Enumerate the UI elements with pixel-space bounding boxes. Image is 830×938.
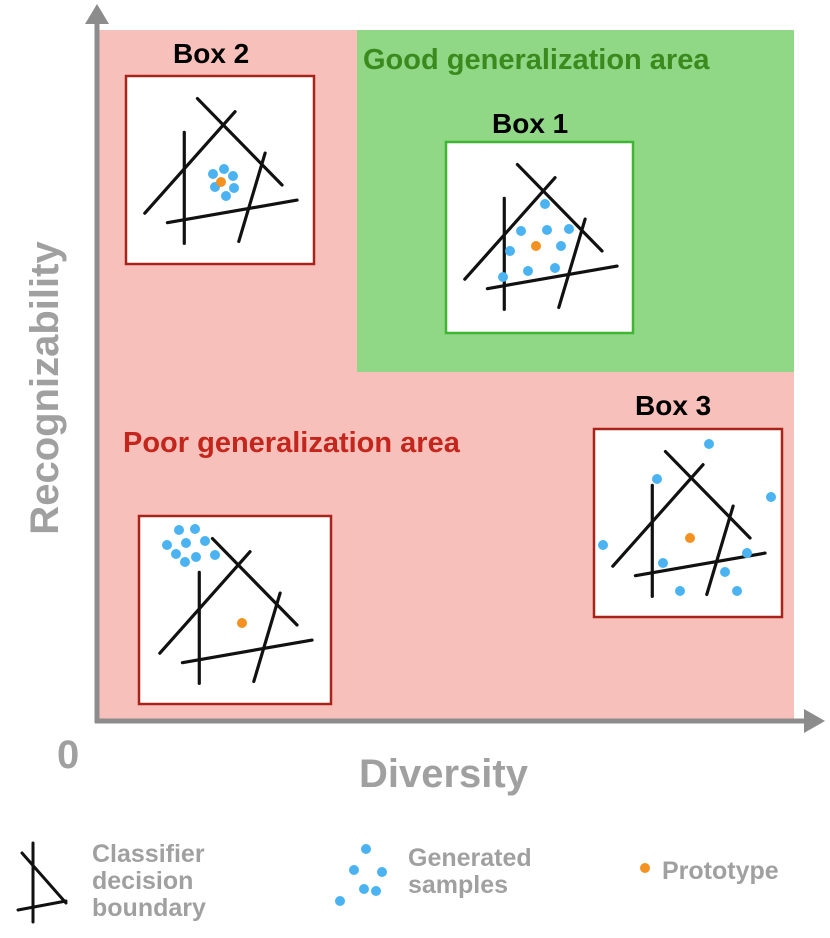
legend-boundary-label: Classifier decision boundary <box>92 840 206 922</box>
sample-dot <box>191 552 201 562</box>
box-1-title: Box 1 <box>492 108 569 139</box>
sample-dot <box>766 492 776 502</box>
box-1-prototype <box>531 241 541 251</box>
box-1-samples <box>498 199 574 282</box>
sample-dot <box>190 524 200 534</box>
box-3-prototype <box>685 533 695 543</box>
sample-dot <box>720 567 730 577</box>
sample-dot <box>208 169 218 179</box>
box-3-title: Box 3 <box>635 390 712 421</box>
x-axis-label: Diversity <box>359 752 528 796</box>
sample-dot <box>658 558 668 568</box>
legend-samples-label: Generated samples <box>408 844 532 899</box>
sample-dot <box>180 557 190 567</box>
sample-dot <box>516 226 526 236</box>
poor-area-label: Poor generalization area <box>123 427 460 459</box>
sample-dot <box>219 164 229 174</box>
box-1-panel <box>446 142 633 333</box>
box-4-samples <box>162 524 220 567</box>
box-2-title: Box 2 <box>173 38 250 69</box>
sample-dot <box>704 439 714 449</box>
sample-dot <box>652 474 662 484</box>
box-2-panel <box>126 76 314 264</box>
sample-dot <box>675 586 685 596</box>
box-2-prototype <box>216 177 226 187</box>
legend-samples-icon <box>335 844 387 906</box>
legend-prototype-icon <box>640 863 650 873</box>
sample-dot <box>564 224 574 234</box>
sample-dot <box>742 548 752 558</box>
box-4-prototype <box>237 618 247 628</box>
box-3-panel <box>594 429 782 617</box>
legend-boundary-icon <box>16 841 68 924</box>
sample-dot <box>540 199 550 209</box>
sample-dot <box>162 540 172 550</box>
sample-dot <box>542 225 552 235</box>
sample-dot <box>556 241 566 251</box>
sample-dot <box>523 266 533 276</box>
box-3-samples <box>598 439 776 596</box>
sample-dot <box>505 246 515 256</box>
sample-dot <box>335 896 345 906</box>
sample-dot <box>359 884 369 894</box>
axis-origin-label: 0 <box>57 733 80 777</box>
axes <box>85 4 825 733</box>
box-4-panel <box>139 516 331 704</box>
sample-dot <box>371 886 381 896</box>
sample-dot <box>181 538 191 548</box>
good-area-label: Good generalization area <box>363 44 710 76</box>
sample-dot <box>377 867 387 877</box>
sample-dot <box>221 191 231 201</box>
y-axis-arrowhead <box>85 4 109 24</box>
sample-dot <box>174 525 184 535</box>
box-3-frame <box>592 427 784 619</box>
sample-dot <box>550 263 560 273</box>
sample-dot <box>229 183 239 193</box>
y-axis-label: Recognizability <box>23 241 67 535</box>
sample-dot <box>732 586 742 596</box>
sample-dot <box>349 865 359 875</box>
sample-dot <box>598 540 608 550</box>
box-2-samples <box>208 164 239 201</box>
sample-dot <box>210 550 220 560</box>
sample-dot <box>171 549 181 559</box>
sample-dot <box>228 171 238 181</box>
x-axis-arrowhead <box>804 709 825 733</box>
sample-dot <box>361 844 371 854</box>
sample-dot <box>498 272 508 282</box>
sample-dot <box>200 536 210 546</box>
box-1-frame <box>444 140 635 335</box>
legend-prototype-label: Prototype <box>662 857 779 885</box>
